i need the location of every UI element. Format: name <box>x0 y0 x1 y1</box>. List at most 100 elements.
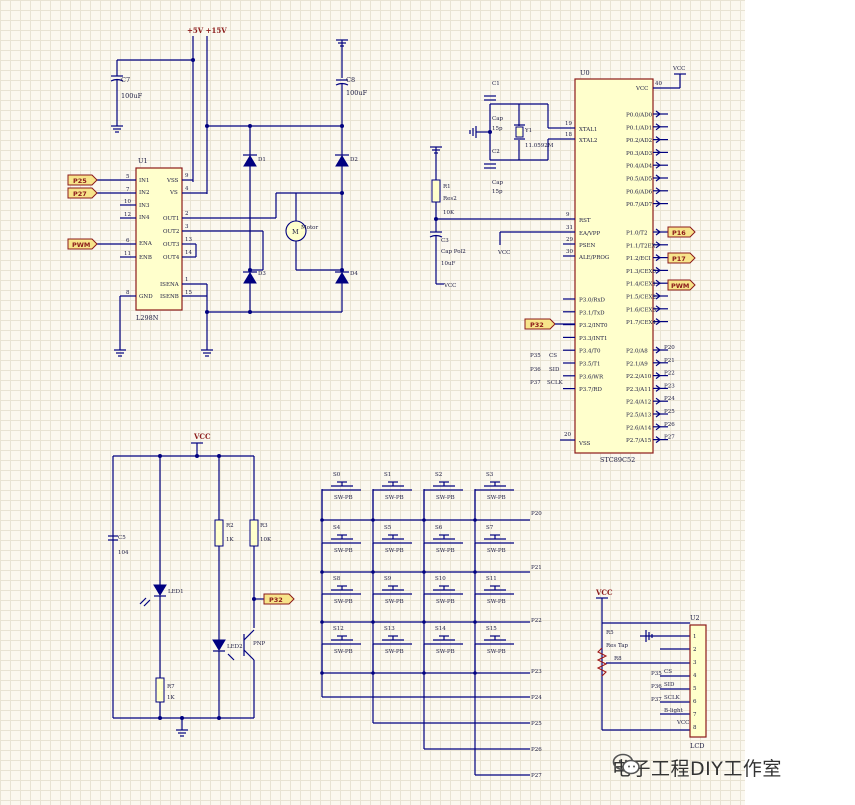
key-type-6: SW-PB <box>436 548 455 554</box>
net-p37-mcu: P37 <box>530 380 541 386</box>
net-p2-3: P23 <box>664 383 675 389</box>
pn-3: 3 <box>185 224 189 230</box>
mcu-chip <box>574 78 654 454</box>
pn-6: 6 <box>126 238 130 244</box>
crystal-y1: Y1 11.0592M <box>514 104 554 160</box>
c3-val2: 10uF <box>441 261 456 267</box>
y1-ref: Y1 <box>524 128 532 134</box>
mcu-vcc-label: VCC <box>672 66 685 72</box>
key-type-12: SW-PB <box>334 649 353 655</box>
pin-p2-2: P2.2/A10 <box>626 374 652 380</box>
pin-p0-5: P0.5/AD5 <box>626 177 653 183</box>
pin-p3-7: P3.7/RD <box>579 387 602 393</box>
net-p35-mcu: P35 <box>530 353 541 359</box>
keypad-net-2: P22 <box>531 618 542 624</box>
pin-p3-2: P3.2/INT0 <box>579 323 608 329</box>
port-p27: P27 <box>67 187 98 199</box>
lcd-net-p36: P36 <box>651 684 662 690</box>
pin-isena: ISENA <box>160 282 180 288</box>
port-pwm-mcu-label: PWM <box>671 282 689 290</box>
key-type-0: SW-PB <box>334 495 353 501</box>
port-p32-sensor: P32 <box>263 593 295 605</box>
port-p32-sensor-label: P32 <box>269 596 283 604</box>
pn-9-mcu: 9 <box>566 212 570 218</box>
key-s12: S12 <box>333 626 344 632</box>
keypad-section: P20P21P22P23P24P25P26P27S0SW-PBS1SW-PBS2… <box>320 472 542 779</box>
net-p2-2: P22 <box>664 371 675 377</box>
port-p25-label: P25 <box>73 177 87 185</box>
pin-p1-0: P1.0/T2 <box>626 231 647 237</box>
pnp-label: PNP <box>253 641 266 647</box>
key-s3: S3 <box>486 472 494 478</box>
diode-d1: D1 <box>243 154 266 167</box>
pn-15: 15 <box>185 290 192 296</box>
pin-p2-1: P2.1/A9 <box>626 361 648 367</box>
key-s8: S8 <box>333 576 341 582</box>
port-p25: P25 <box>67 174 98 186</box>
c8-ref: C8 <box>346 76 355 84</box>
l298-ref: U1 <box>138 157 148 165</box>
pin-ena: ENA <box>139 241 153 247</box>
lcd-pin-5: 5 <box>693 686 697 692</box>
lcd-pin-6: 6 <box>693 699 697 705</box>
d2-label: D2 <box>350 157 358 163</box>
mcu-vss-pin: VSS <box>578 441 591 447</box>
key-s7: S7 <box>486 525 494 531</box>
lcd-sig-vcc: VCC <box>676 720 689 726</box>
d4-label: D4 <box>350 271 358 277</box>
lcd-sig-sid: SID <box>664 682 675 688</box>
pn-7: 7 <box>126 187 130 193</box>
diode-d4: D4 <box>335 271 358 284</box>
c5-val: 104 <box>118 550 129 556</box>
port-p32-mcu-label: P32 <box>530 321 544 329</box>
key-s6: S6 <box>435 525 443 531</box>
watermark: 电子工程DIY工作室 <box>612 752 782 782</box>
port-p16-label: P16 <box>672 229 686 237</box>
r1-ref: R1 <box>443 184 451 190</box>
port-pwm-l298-label: PWM <box>72 241 90 249</box>
pin-p1-7: P1.7/CEX4 <box>626 320 656 326</box>
pin-p1-3: P1.3/CEX0 <box>626 269 656 275</box>
pin-vs: VS <box>169 190 178 196</box>
l298-section: +5V +15V C7 100uF U1 L298N IN1 IN2 IN3 I… <box>67 26 368 357</box>
wechat-icon <box>612 753 640 775</box>
pin-p3-6: P3.6/WR <box>579 374 604 380</box>
pin-enb: ENB <box>139 255 152 261</box>
lcd-net-p35: P35 <box>651 671 662 677</box>
c2-val2: 15p <box>492 189 503 195</box>
port-p27-label: P27 <box>73 190 87 198</box>
pin-p1-5: P1.5/CEX2 <box>626 295 656 301</box>
keypad-net-7: P27 <box>531 773 542 779</box>
lcd-sig-sclk: SCLK <box>664 695 681 701</box>
mcu-name: STC89C52 <box>600 456 635 464</box>
lcd-pin-2: 2 <box>693 647 697 653</box>
pn-31: 31 <box>566 225 573 231</box>
key-s15: S15 <box>486 626 497 632</box>
pin-p3-4: P3.4/T0 <box>579 349 601 355</box>
port-p17-label: P17 <box>672 255 686 263</box>
c7-val: 100uF <box>121 92 143 100</box>
lcd-pin-4: 4 <box>693 673 697 679</box>
key-s13: S13 <box>384 626 395 632</box>
pin-in3: IN3 <box>139 203 150 209</box>
keypad-net-0: P20 <box>531 511 542 517</box>
p1-pin-list: P1.0/T2P1.1/T2EXP1.2/ECIP1.3/CEX0P1.4/CE… <box>626 228 668 326</box>
pin-p0-0: P0.0/AD0 <box>626 113 653 119</box>
lcd-section: VCC R5 Res Tap R8 P35 P36 P37 CS SID <box>595 588 707 750</box>
pin-ea: EA/VPP <box>579 231 601 237</box>
pn-9: 9 <box>185 173 189 179</box>
pin-out3: OUT3 <box>163 242 180 248</box>
lcd-pin-7: 7 <box>693 712 697 718</box>
lcd-pin-1: 1 <box>693 634 697 640</box>
pn-4: 4 <box>185 186 189 192</box>
led1-label: LED1 <box>168 589 184 595</box>
r2-val: 1K <box>226 537 234 543</box>
pin-p3-3: P3.3/INT1 <box>579 336 607 342</box>
key-s5: S5 <box>384 525 392 531</box>
pin-p1-6: P1.6/CEX3 <box>626 307 656 313</box>
lcd-ref: U2 <box>690 614 700 622</box>
key-s11: S11 <box>486 576 497 582</box>
key-s14: S14 <box>435 626 446 632</box>
